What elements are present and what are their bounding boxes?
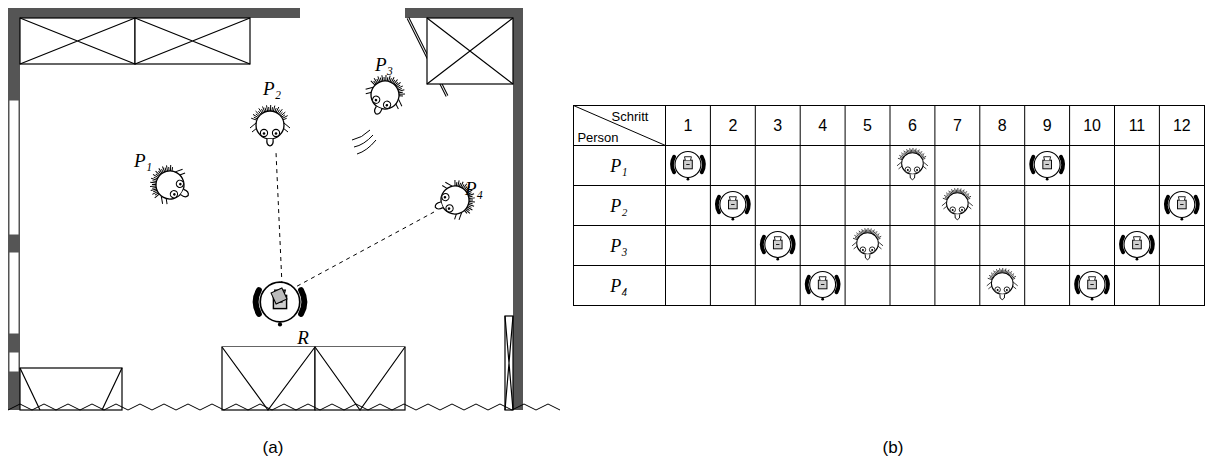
table-cell: 9: [1043, 118, 1052, 134]
table-cell: 1: [683, 118, 692, 134]
table-cell: 8: [998, 118, 1007, 134]
table-cell: 4: [818, 118, 827, 134]
panel-label: (a): [263, 439, 284, 456]
table-cell: 6: [908, 118, 917, 134]
table-cell: 3: [773, 118, 782, 134]
table-cell: P₃: [610, 237, 627, 255]
table-cell: 12: [1173, 118, 1191, 134]
figure-label: P₁: [134, 151, 152, 170]
table-cell: P₄: [610, 277, 627, 295]
table-cell: 2: [728, 118, 737, 134]
figure-label: P₄: [465, 179, 483, 198]
table-cell: 10: [1083, 118, 1101, 134]
figure-label: P₃: [375, 55, 393, 74]
figure-label: P₂: [263, 79, 281, 98]
table-cell: 7: [953, 118, 962, 134]
table-cell: Schritt: [612, 110, 649, 123]
table-cell: 5: [863, 118, 872, 134]
table-cell: P₂: [610, 197, 627, 215]
table-cell: 11: [1129, 118, 1146, 134]
figure-label: R: [297, 328, 309, 347]
table-cell: P₁: [610, 157, 627, 175]
panel-label: (b): [883, 439, 904, 456]
table-cell: Person: [577, 131, 618, 144]
